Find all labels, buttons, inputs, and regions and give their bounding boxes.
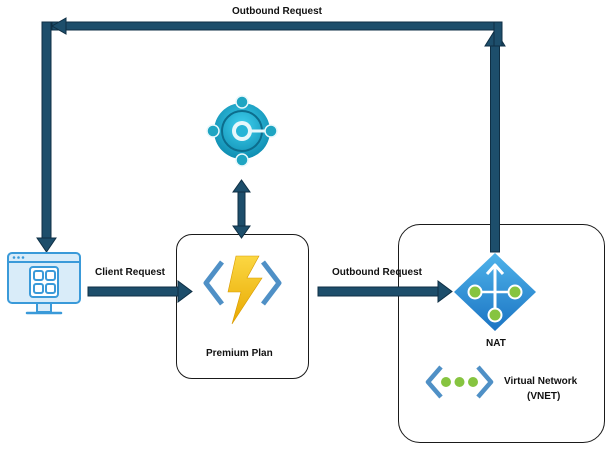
- vnet-label-line2: (VNET): [527, 391, 561, 402]
- premium-plan-label: Premium Plan: [206, 348, 273, 359]
- client-request-arrow: [87, 280, 193, 303]
- vnet-label-line1: Virtual Network: [504, 376, 578, 387]
- nat-gateway-icon[interactable]: [454, 253, 536, 331]
- outbound-request-arrow: [317, 280, 453, 303]
- outbound-loop-arrow: [36, 17, 506, 253]
- azure-function-icon[interactable]: [203, 255, 282, 325]
- client-web-app-icon[interactable]: [7, 252, 81, 315]
- nat-label: NAT: [486, 338, 506, 349]
- client-request-label: Client Request: [95, 267, 166, 278]
- outbound-request-top-label: Outbound Request: [232, 6, 322, 17]
- cosmos-db-icon[interactable]: [206, 95, 278, 167]
- cosmos-function-arrow: [232, 179, 251, 239]
- outbound-request-mid-label: Outbound Request: [332, 267, 422, 278]
- virtual-network-icon[interactable]: [425, 365, 494, 399]
